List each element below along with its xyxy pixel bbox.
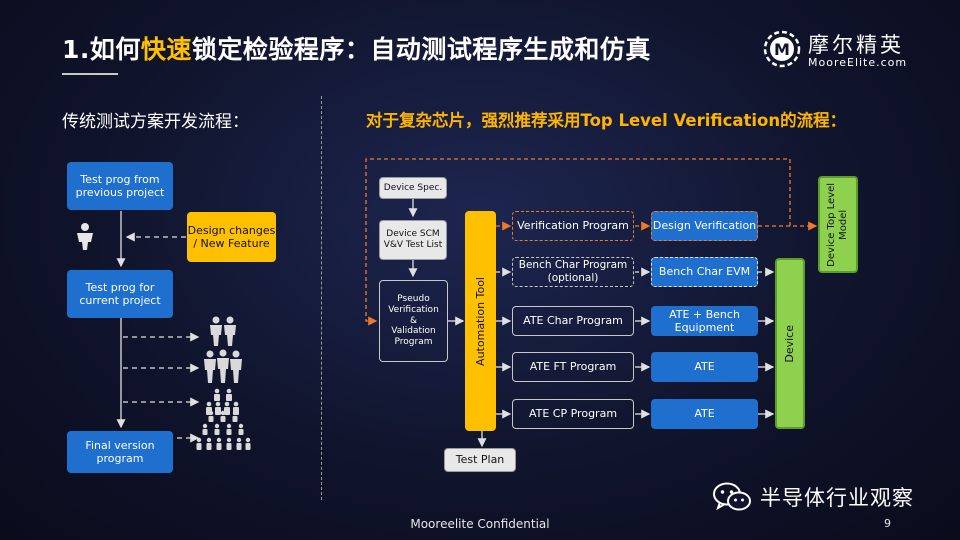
box-test-plan: Test Plan: [444, 448, 516, 472]
box-ate-cp: ATE: [651, 399, 758, 429]
box-pseudo-program: Pseudo Verification & Validation Program: [379, 280, 448, 362]
automation-tool-label: Automation Tool: [473, 276, 487, 366]
box-design-changes: Design changes / New Feature: [187, 212, 276, 262]
three-people-icon: [204, 349, 242, 383]
box-prev-project: Test prog from previous project: [67, 162, 173, 210]
left-subtitle: 传统测试方案开发流程：: [62, 112, 249, 132]
right-subtitle: 对于复杂芯片，强烈推荐采用Top Level Verification的流程：: [366, 111, 847, 130]
group-icon: [206, 388, 239, 415]
box-device: Device: [775, 258, 805, 429]
box-device-spec: Device Spec.: [379, 177, 447, 199]
box-current-project: Test prog for current project: [67, 270, 173, 318]
watermark-text: 半导体行业观察: [760, 486, 914, 510]
person-icon: [77, 223, 93, 250]
logo-mark-letter: M: [774, 40, 790, 59]
box-design-verification: Design Verification: [651, 211, 758, 241]
footer-confidential: Mooreelite Confidential: [410, 517, 550, 531]
logo-name-cn: 摩尔精英: [808, 33, 904, 57]
two-people-icon: [210, 316, 236, 346]
box-ate-cp-program: ATE CP Program: [512, 399, 634, 429]
box-ate-ft-program: ATE FT Program: [512, 352, 634, 382]
section-divider: [321, 96, 322, 500]
wechat-watermark: 半导体行业观察: [712, 480, 942, 514]
box-final-version: Final version program: [67, 431, 173, 473]
crowd-icon: [196, 410, 251, 450]
wechat-icon: [713, 482, 751, 511]
box-ate-char-program: ATE Char Program: [512, 306, 634, 336]
box-bench-char-evm: Bench Char EVM: [651, 257, 758, 287]
device-top-level-model-label: Device Top Level Model: [826, 182, 849, 267]
logo-name-en: MooreElite.com: [808, 56, 908, 69]
box-ate-bench-equipment: ATE + Bench Equipment: [651, 306, 758, 336]
device-label: Device: [783, 324, 797, 363]
box-ate-ft: ATE: [651, 352, 758, 382]
page-number: 9: [884, 517, 891, 530]
box-verification-program: Verification Program: [512, 211, 634, 241]
box-device-top-level-model: Device Top Level Model: [818, 176, 858, 273]
arrow-feedback-loop: [365, 158, 791, 326]
page-title: 1.如何快速锁定检验程序：自动测试程序生成和仿真: [62, 30, 651, 66]
box-bench-char-program: Bench Char Program (optional): [512, 257, 634, 287]
box-automation-tool: Automation Tool: [465, 211, 496, 431]
title-underline: [62, 73, 118, 75]
title-suffix: 锁定检验程序：自动测试程序生成和仿真: [191, 35, 651, 64]
box-device-scm: Device SCM V&V Test List: [379, 220, 447, 260]
title-prefix: 1.如何: [62, 35, 141, 64]
logo-mark-icon: M: [763, 30, 801, 68]
company-logo: M 摩尔精英 MooreElite.com: [762, 29, 907, 73]
title-highlight: 快速: [140, 35, 192, 64]
